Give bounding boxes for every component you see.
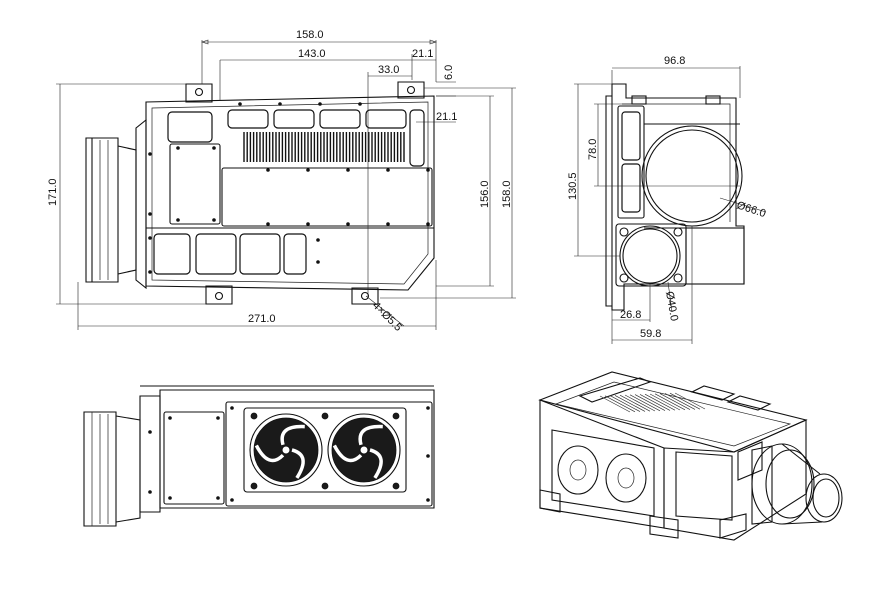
- isometric-view: [538, 371, 843, 541]
- front-screws: [148, 102, 430, 274]
- dim-143: 143.0: [298, 48, 326, 60]
- dim-6: 6.0: [443, 65, 455, 80]
- fan-right: [331, 417, 397, 483]
- dim-171: 171.0: [47, 178, 59, 206]
- dim-26: 26.8: [620, 309, 641, 321]
- front-lens: [85, 118, 147, 290]
- side-dimensions: 96.8 78.0 130.5 Ø66.0 Ø40.0 26.8 59.8: [567, 55, 767, 344]
- heatsink-fins: [243, 132, 405, 162]
- dim-271: 271.0: [248, 313, 276, 325]
- dim-96: 96.8: [664, 55, 685, 67]
- dim-dia40: Ø40.0: [663, 290, 680, 322]
- dim-33: 33.0: [378, 64, 399, 76]
- dim-21-top: 21.1: [412, 48, 433, 60]
- dim-59: 59.8: [640, 328, 661, 340]
- dim-158-top: 158.0: [296, 29, 324, 41]
- fan-left: [253, 417, 319, 483]
- bottom-view: [83, 385, 435, 527]
- dim-78: 78.0: [587, 139, 599, 160]
- dim-158-right: 158.0: [501, 180, 513, 208]
- side-view: 96.8 78.0 130.5 Ø66.0 Ø40.0 26.8 59.8: [567, 55, 767, 344]
- iso-heatsink: [599, 392, 706, 413]
- dim-130: 130.5: [567, 172, 579, 200]
- dim-hole: 4×Ø5.5: [370, 300, 404, 334]
- bottom-screws: [148, 406, 430, 502]
- dim-21-right: 21.1: [436, 111, 457, 123]
- front-body: [145, 81, 435, 305]
- front-dimensions: 158.0 143.0 21.1 33.0 6.0 21.1 171.0 156…: [47, 29, 516, 334]
- dim-156: 156.0: [479, 180, 491, 208]
- dim-dia66: Ø66.0: [735, 199, 767, 220]
- front-view: 158.0 143.0 21.1 33.0 6.0 21.1 171.0 156…: [47, 29, 516, 334]
